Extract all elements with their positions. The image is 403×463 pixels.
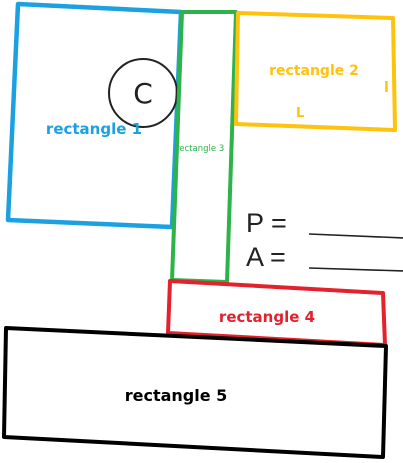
circle-c-label: C [133, 77, 153, 110]
rectangle-3-label: rectangle 3 [176, 144, 224, 154]
rectangle-5-shape [2, 326, 388, 459]
rectangle-2-length-label: L [296, 106, 304, 121]
rectangle-5-label: rectangle 5 [125, 386, 228, 405]
rectangle-1-shape [5, 1, 184, 230]
rectangle-4-label: rectangle 4 [219, 308, 315, 326]
area-formula: A = [246, 242, 286, 272]
rectangle-2-label: rectangle 2 [269, 63, 359, 79]
rectangle-1-label: rectangle 1 [46, 120, 142, 138]
perimeter-formula: P = [246, 208, 287, 238]
perimeter-answer-line [308, 233, 403, 239]
rectangle-2-width-label: l [384, 80, 389, 96]
rectangle-3-shape [170, 10, 238, 284]
rectangle-2-shape [234, 11, 397, 132]
area-answer-line [308, 267, 403, 272]
